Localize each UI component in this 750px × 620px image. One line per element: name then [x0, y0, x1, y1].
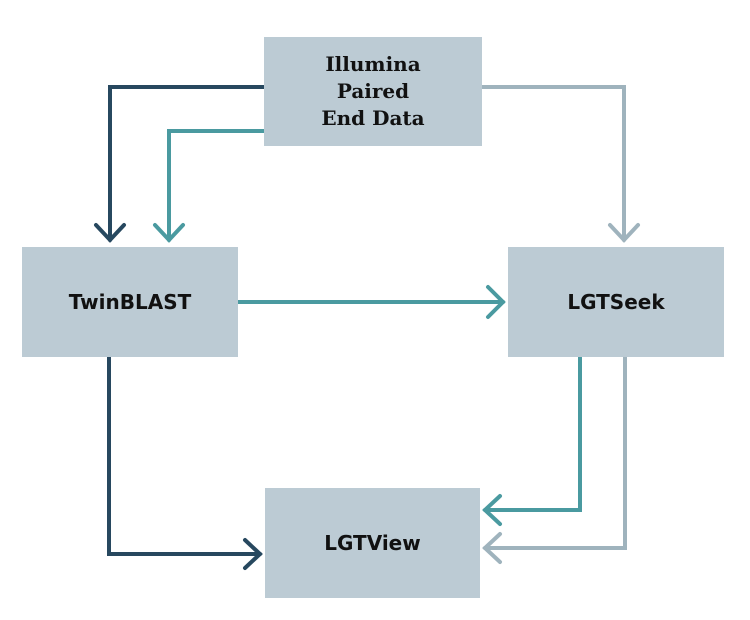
node-twinblast: TwinBLAST — [22, 247, 238, 357]
edge-illumina-twinblast-teal — [167, 129, 266, 242]
node-lgtseek: LGTSeek — [508, 247, 724, 357]
node-lgtview: LGTView — [265, 488, 480, 598]
node-label: Illumina Paired End Data — [321, 52, 425, 130]
arrowhead-lgtseek-lgtview-grey — [482, 532, 502, 564]
arrowhead-illumina-twinblast-dark — [94, 223, 126, 243]
node-label: LGTSeek — [567, 289, 665, 314]
arrowhead-illumina-twinblast-teal — [153, 223, 185, 243]
edge-illumina-lgtseek-grey — [480, 85, 626, 242]
arrowhead-lgtseek-lgtview-teal — [482, 494, 502, 526]
arrowhead-illumina-lgtseek-grey — [608, 223, 640, 243]
arrowhead-twinblast-lgtseek-teal — [486, 285, 506, 319]
edge-lgtseek-lgtview-teal — [483, 355, 582, 512]
node-illumina-paired-end-data: Illumina Paired End Data — [264, 37, 482, 146]
node-label: TwinBLAST — [68, 289, 192, 314]
arrowhead-twinblast-lgtview-dark — [243, 538, 263, 570]
edge-twinblast-lgtview-dark — [107, 355, 262, 556]
edge-lgtseek-lgtview-grey — [483, 355, 627, 550]
node-label: LGTView — [324, 530, 421, 555]
edge-illumina-twinblast-dark — [108, 85, 266, 242]
